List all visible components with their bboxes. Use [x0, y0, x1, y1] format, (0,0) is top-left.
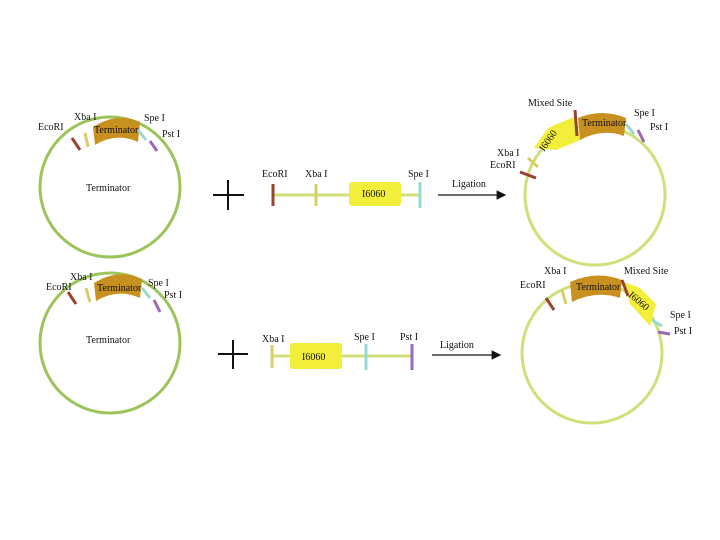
bottom-ligation-arrow: Ligation [432, 340, 502, 360]
mixed-site-label: Mixed Site [624, 266, 669, 277]
spei-site [136, 129, 148, 141]
bottom-product-plasmid: Terminator I6060 Xba I EcoRI Mixed Site … [520, 266, 692, 425]
mixed-site-label: Mixed Site [528, 98, 573, 109]
xbai-label: Xba I [262, 334, 285, 345]
psti-site [152, 299, 162, 313]
bottom-plus-sign [218, 340, 248, 369]
bottom-insert-fragment: Xba I I6060 Spe I Pst I [262, 332, 418, 370]
plasmid-ring [38, 115, 182, 259]
top-insert-fragment: EcoRI Xba I Spe I I6060 [262, 169, 429, 208]
terminator-label: Terminator [576, 282, 621, 293]
psti-label: Pst I [400, 332, 418, 343]
plasmid-name: Terminator [86, 335, 131, 346]
ligation-label: Ligation [452, 179, 486, 190]
xbai-label: Xba I [497, 148, 520, 159]
i6060-part [534, 116, 580, 150]
terminator-part [570, 275, 622, 302]
spei-label: Spe I [354, 332, 375, 343]
xbai-site [84, 287, 92, 303]
psti-label: Pst I [164, 290, 182, 301]
ecori-label: EcoRI [520, 280, 546, 291]
ecori-site [66, 291, 78, 305]
ecori-label: EcoRI [46, 282, 72, 293]
i6060-part [290, 343, 342, 369]
terminator-part-label: Terminator [94, 125, 139, 136]
i6060-label: I6060 [302, 352, 325, 363]
psti-label: Pst I [674, 326, 692, 337]
i6060-part [349, 182, 401, 206]
plasmid-ring [38, 271, 182, 415]
psti-label: Pst I [162, 129, 180, 140]
i6060-label: I6060 [362, 189, 385, 200]
plasmid-name: Terminator [86, 183, 131, 194]
terminator-label: Terminator [582, 118, 627, 129]
terminator-part-label: Terminator [97, 283, 142, 294]
xbai-site [560, 289, 568, 305]
psti-site [148, 140, 159, 152]
terminator-part [93, 118, 140, 145]
spei-label: Spe I [148, 278, 169, 289]
ecori-label: EcoRI [490, 160, 516, 171]
spei-label: Spe I [144, 113, 165, 124]
ecori-label: EcoRI [38, 122, 64, 133]
xbai-label: Xba I [544, 266, 567, 277]
terminator-part [94, 274, 142, 301]
bottom-vector-plasmid: Terminator EcoRI Xba I Spe I Pst I Termi… [38, 271, 182, 415]
ecori-site [70, 137, 82, 151]
xbai-site [83, 132, 90, 148]
spei-site [624, 123, 636, 135]
top-product-plasmid: I6060 Terminator Mixed Site Xba I EcoRI … [490, 98, 668, 267]
ecori-site [519, 170, 537, 180]
spei-label: Spe I [408, 169, 429, 180]
ligation-label: Ligation [440, 340, 474, 351]
top-plus-sign [213, 180, 244, 210]
spei-site [651, 318, 663, 328]
xbai-site [526, 156, 540, 169]
top-ligation-arrow: Ligation [438, 179, 507, 200]
spei-site [140, 287, 152, 299]
xbai-label: Xba I [74, 112, 97, 123]
i6060-part [624, 282, 656, 326]
xbai-label: Xba I [70, 272, 93, 283]
mixed-site [573, 109, 579, 137]
ecori-site [544, 297, 556, 311]
terminator-part [578, 113, 626, 140]
top-vector-plasmid: Terminator EcoRI Xba I Spe I Pst I Termi… [38, 112, 182, 259]
spei-label: Spe I [670, 310, 691, 321]
psti-site [636, 129, 646, 143]
psti-site [657, 330, 671, 336]
ecori-label: EcoRI [262, 169, 288, 180]
mixed-site [620, 279, 630, 297]
spei-label: Spe I [634, 108, 655, 119]
psti-label: Pst I [650, 122, 668, 133]
xbai-label: Xba I [305, 169, 328, 180]
